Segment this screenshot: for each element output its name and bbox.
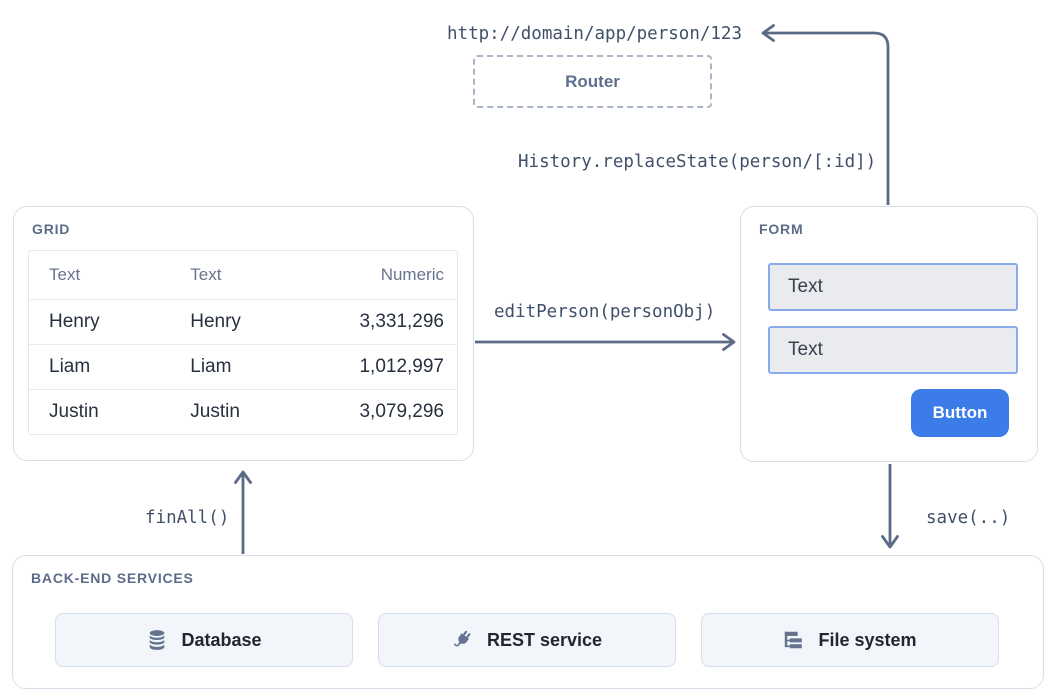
grid-column-header: Text [49, 265, 81, 284]
table-row[interactable]: Henry Henry 3,331,296 [29, 299, 457, 344]
grid-cell: Justin [170, 389, 310, 434]
grid-header-row: Text Text Numeric [29, 251, 457, 299]
grid-cell: Liam [170, 344, 310, 389]
services-panel-title: BACK-END SERVICES [31, 570, 194, 586]
file-tree-icon [785, 631, 803, 649]
service-card-label: Database [181, 629, 262, 650]
service-card-rest[interactable]: REST service [378, 613, 676, 667]
grid-cell: 1,012,997 [309, 344, 457, 389]
text-input[interactable] [768, 263, 1018, 311]
save-label: save(..) [926, 508, 1011, 528]
services-panel: BACK-END SERVICES Database [12, 555, 1044, 689]
history-arrow-line [761, 24, 890, 205]
grid-cell: Liam [29, 344, 171, 389]
grid-column-header: Text [190, 265, 222, 284]
grid-cell: 3,079,296 [309, 389, 457, 434]
table-row[interactable]: Justin Justin 3,079,296 [29, 389, 457, 434]
data-grid: Text Text Numeric Henry Henry 3,331,296 … [28, 250, 458, 435]
grid-cell: Henry [29, 299, 171, 344]
grid-cell: Justin [29, 389, 171, 434]
history-call-label: History.replaceState(person/[:id]) [518, 152, 877, 172]
form-panel-title: FORM [759, 221, 804, 237]
form-panel: FORM Button [740, 206, 1038, 462]
router-node: Router [473, 55, 712, 108]
grid-panel-title: GRID [32, 221, 71, 237]
service-card-filesystem[interactable]: File system [701, 613, 999, 667]
grid-panel: GRID Text Text Numeric Henry Henry 3,331… [13, 206, 474, 461]
router-label: Router [565, 71, 620, 91]
grid-column-header: Numeric [380, 265, 444, 284]
service-card-label: File system [818, 629, 917, 650]
service-card-label: REST service [486, 629, 603, 650]
text-input[interactable] [768, 326, 1018, 374]
grid-cell: Henry [170, 299, 310, 344]
service-card-database[interactable]: Database [55, 613, 353, 667]
edit-person-label: editPerson(personObj) [494, 302, 716, 322]
find-all-label: finAll() [145, 508, 230, 528]
database-icon [150, 630, 165, 650]
table-row[interactable]: Liam Liam 1,012,997 [29, 344, 457, 389]
form-button[interactable]: Button [911, 389, 1009, 437]
url-text: http://domain/app/person/123 [447, 24, 743, 44]
plug-icon [453, 630, 471, 647]
grid-cell: 3,331,296 [309, 299, 457, 344]
